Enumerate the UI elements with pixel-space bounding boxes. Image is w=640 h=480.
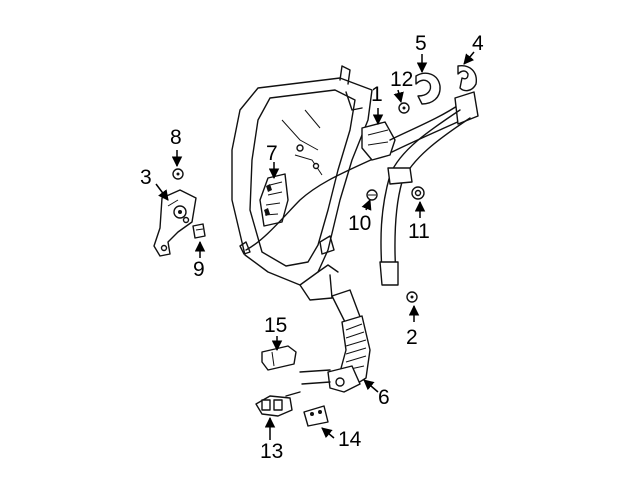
- callout-14: 14: [338, 428, 362, 451]
- leader-3: [155, 183, 169, 201]
- part-4-cover: [457, 65, 477, 92]
- callout-9: 9: [193, 258, 205, 281]
- part-6-buckle-stalk: [299, 289, 371, 393]
- leader-6: [363, 379, 379, 393]
- callout-4: 4: [472, 32, 484, 55]
- shoulder-belt-webbing: [379, 91, 479, 286]
- callout-11: 11: [408, 220, 430, 243]
- part-10-bolt: [366, 189, 378, 201]
- part-9-bolt: [192, 223, 206, 239]
- leader-12: [393, 89, 404, 104]
- callout-1: 1: [371, 83, 383, 106]
- callout-12: 12: [390, 68, 413, 91]
- part-2-bolt: [406, 291, 418, 303]
- part-5-cover: [415, 72, 441, 105]
- callout-5: 5: [415, 32, 427, 55]
- callout-13: 13: [260, 440, 283, 463]
- callout-6: 6: [378, 386, 390, 409]
- callout-15: 15: [264, 314, 287, 337]
- seat-back-frame: [231, 65, 373, 301]
- callout-2: 2: [406, 326, 418, 349]
- part-13-bracket: [255, 391, 301, 417]
- callout-3: 3: [140, 166, 152, 189]
- callout-8: 8: [170, 126, 182, 149]
- part-1-upper-anchor: [361, 103, 463, 161]
- callout-7: 7: [266, 142, 278, 165]
- part-11-nut: [411, 186, 425, 200]
- callout-labels: 1 2 3 4 5 6 7 8 9 10 11 12 13 14 15: [140, 32, 484, 463]
- part-8-bolt: [172, 168, 184, 180]
- leader-14: [321, 427, 335, 439]
- callout-10: 10: [348, 212, 371, 235]
- part-15-cover: [261, 345, 297, 371]
- part-7-retractor-plate: [245, 157, 376, 251]
- leader-10: [361, 199, 372, 211]
- part-14-plate: [303, 405, 329, 427]
- callout-leaders: [155, 51, 475, 440]
- part-12-bolt: [398, 102, 410, 114]
- part-3-bracket: [153, 189, 197, 257]
- leader-4: [463, 51, 475, 65]
